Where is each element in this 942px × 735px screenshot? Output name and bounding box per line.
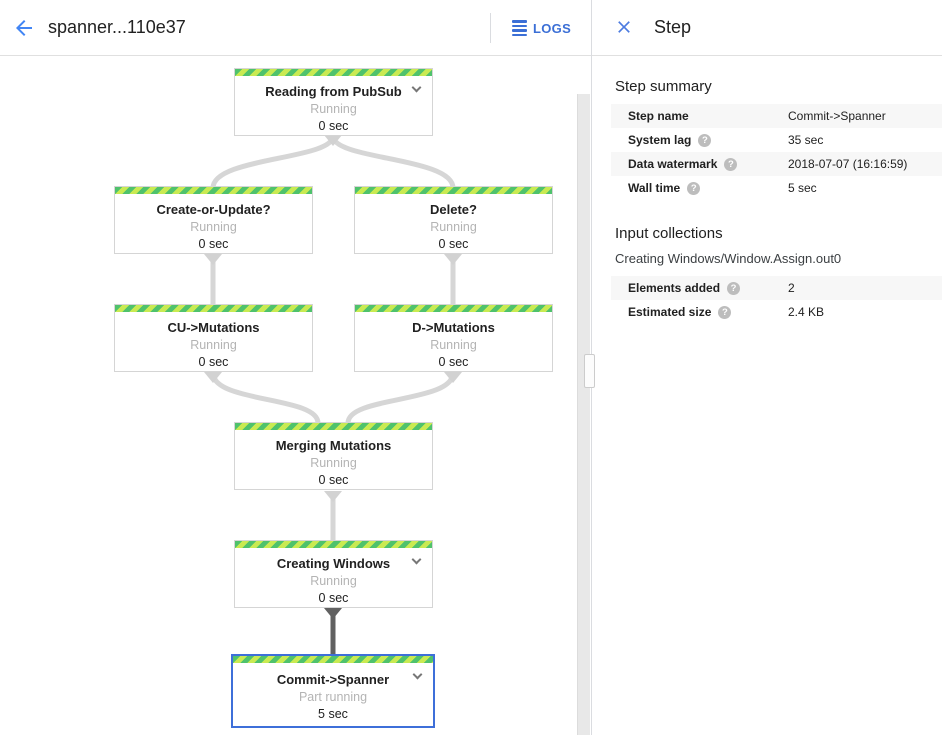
logs-button[interactable]: LOGS [508, 14, 575, 42]
input-collections-heading: Input collections [615, 225, 723, 242]
step-summary-heading: Step summary [615, 78, 712, 95]
row-value: 2 [788, 281, 795, 295]
running-stripe [235, 423, 432, 430]
node-time: 0 sec [318, 473, 349, 487]
table-row: Elements added ? 2 [611, 276, 942, 300]
help-icon[interactable]: ? [698, 133, 712, 147]
node-title: Reading from PubSub [265, 84, 402, 99]
node-title: Merging Mutations [275, 438, 392, 453]
running-stripe [355, 305, 552, 312]
node-status: Running [310, 102, 357, 116]
app-bar: spanner...110e37 LOGS [0, 0, 591, 56]
input-collections-table: Elements added ? 2 Estimated size ? 2.4 … [611, 276, 942, 324]
node-title: Create-or-Update? [156, 202, 271, 217]
row-label: Elements added [628, 281, 721, 295]
table-row: Step name Commit->Spanner [611, 104, 942, 128]
node-status: Running [310, 456, 357, 470]
graph-node-commit-spanner[interactable]: Commit->Spanner Part running 5 sec [231, 654, 435, 728]
panel-header: Step [592, 0, 942, 56]
node-time: 0 sec [318, 591, 349, 605]
running-stripe [355, 187, 552, 194]
close-icon[interactable] [614, 17, 634, 37]
help-icon[interactable]: ? [727, 281, 741, 295]
row-value: 2018-07-07 (16:16:59) [788, 157, 908, 171]
graph-node-d-mutations[interactable]: D->Mutations Running 0 sec [354, 304, 553, 372]
graph-node-merging-mutations[interactable]: Merging Mutations Running 0 sec [234, 422, 433, 490]
row-value: Commit->Spanner [788, 109, 886, 123]
node-time: 0 sec [198, 237, 229, 251]
running-stripe [235, 541, 432, 548]
row-label: System lag [628, 133, 692, 147]
node-title: D->Mutations [412, 320, 495, 335]
panel-title: Step [654, 17, 692, 37]
job-title: spanner...110e37 [48, 17, 186, 37]
node-time: 0 sec [438, 237, 469, 251]
node-title: Delete? [430, 202, 477, 217]
step-summary-table: Step name Commit->Spanner System lag ? 3… [611, 104, 942, 200]
node-status: Running [430, 338, 477, 352]
node-status: Running [190, 338, 237, 352]
help-icon[interactable]: ? [687, 181, 701, 195]
node-status: Running [190, 220, 237, 234]
node-time: 0 sec [198, 355, 229, 369]
table-row: Data watermark ? 2018-07-07 (16:16:59) [611, 152, 942, 176]
node-title: Commit->Spanner [276, 672, 390, 687]
graph-node-creating-windows[interactable]: Creating Windows Running 0 sec [234, 540, 433, 608]
table-row: System lag ? 35 sec [611, 128, 942, 152]
job-graph-canvas[interactable]: Reading from PubSub Running 0 sec Create… [0, 56, 591, 735]
table-row: Estimated size ? 2.4 KB [611, 300, 942, 324]
row-label: Estimated size [628, 305, 712, 319]
node-time: 0 sec [318, 119, 349, 133]
graph-node-cu-mutations[interactable]: CU->Mutations Running 0 sec [114, 304, 313, 372]
node-status: Running [430, 220, 477, 234]
running-stripe [115, 187, 312, 194]
table-row: Wall time ? 5 sec [611, 176, 942, 200]
running-stripe [115, 305, 312, 312]
logs-button-label: LOGS [533, 20, 572, 36]
graph-edges [204, 135, 462, 655]
row-value: 5 sec [788, 181, 817, 195]
row-label: Wall time [628, 181, 681, 195]
node-time: 5 sec [318, 707, 348, 721]
graph-scrollbar-track[interactable] [577, 94, 590, 735]
step-details-panel: Step Step summary Step name Commit->Span… [591, 0, 942, 735]
node-title: CU->Mutations [167, 320, 260, 335]
row-value: 2.4 KB [788, 305, 825, 319]
input-collection-name: Creating Windows/Window.Assign.out0 [615, 251, 842, 266]
graph-node-create-or-update[interactable]: Create-or-Update? Running 0 sec [114, 186, 313, 254]
row-value: 35 sec [788, 133, 824, 147]
running-stripe [233, 656, 433, 663]
row-label: Step name [628, 109, 689, 123]
panel-resize-handle[interactable] [584, 354, 595, 388]
running-stripe [235, 69, 432, 76]
graph-node-delete[interactable]: Delete? Running 0 sec [354, 186, 553, 254]
node-time: 0 sec [438, 355, 469, 369]
node-title: Creating Windows [276, 556, 391, 571]
help-icon[interactable]: ? [724, 157, 738, 171]
graph-node-reading-from-pubsub[interactable]: Reading from PubSub Running 0 sec [234, 68, 433, 136]
row-label: Data watermark [628, 157, 718, 171]
help-icon[interactable]: ? [718, 305, 732, 319]
back-arrow-icon[interactable] [12, 16, 36, 40]
node-status: Part running [298, 690, 368, 704]
node-status: Running [310, 574, 357, 588]
toolbar-divider [490, 13, 491, 43]
list-icon [512, 20, 527, 36]
